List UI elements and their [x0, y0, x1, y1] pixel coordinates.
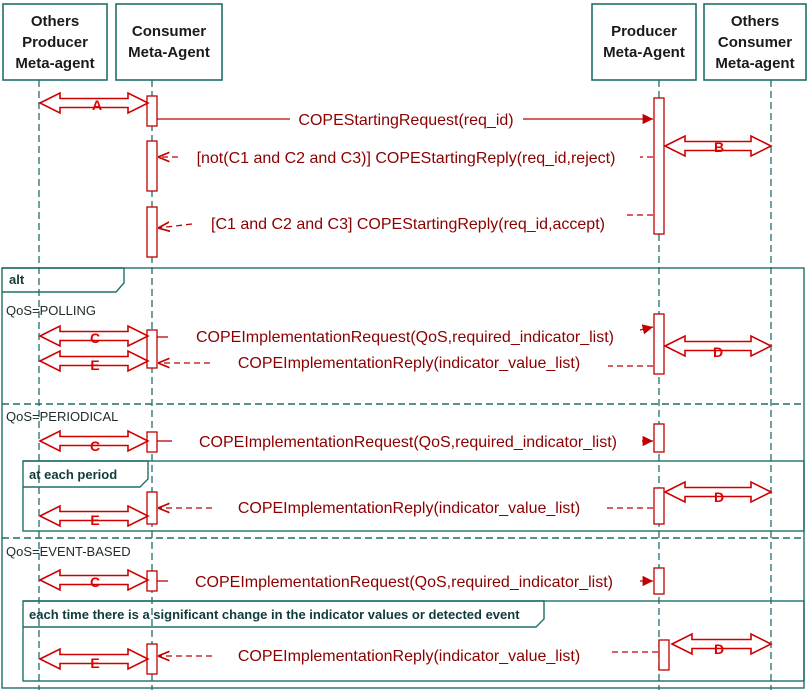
message-arrow: [158, 224, 193, 228]
activation-bar: [146, 491, 158, 525]
message-starting-request: COPEStartingRequest(req_id): [298, 112, 513, 129]
alt-frame-tag: [2, 267, 125, 293]
message-impl-reply-event: COPEImplementationReply(indicator_value_…: [238, 648, 580, 665]
exchange-label-e: E: [90, 512, 99, 528]
double-arrow: [38, 349, 150, 373]
double-arrow: [38, 504, 150, 528]
double-arrow: [663, 334, 773, 358]
double-arrow: [38, 568, 150, 592]
loop-frame-period-tag: [23, 460, 149, 488]
activation-bar: [146, 431, 158, 453]
loop-frame-event-tag: [23, 600, 545, 628]
exchange-label-c: C: [90, 438, 100, 454]
lifeline-label-line: Producer: [611, 23, 677, 40]
activation-bar: [658, 639, 670, 671]
message-impl-reply-periodical: COPEImplementationReply(indicator_value_…: [238, 500, 580, 517]
lifeline-label-line: Others: [731, 13, 779, 30]
guard-periodical: QoS=PERIODICAL: [6, 409, 118, 424]
exchange-label-c: C: [90, 330, 100, 346]
lifeline-label-line: Consumer: [718, 34, 792, 51]
activation-bar: [146, 329, 158, 369]
guard-event-based: QoS=EVENT-BASED: [6, 544, 131, 559]
guard-polling: QoS=POLLING: [6, 303, 96, 318]
double-arrow: [38, 647, 150, 671]
exchange-arrows: [38, 91, 773, 671]
exchange-label-a: A: [92, 97, 102, 113]
alt-label: alt: [9, 272, 25, 287]
activations: [146, 95, 670, 675]
lifeline-label-line: Meta-agent: [15, 55, 94, 72]
activation-bar: [653, 313, 665, 375]
double-arrow: [38, 91, 150, 115]
double-arrow: [38, 429, 150, 453]
lifeline-label-line: Consumer: [132, 23, 206, 40]
double-arrow: [670, 632, 773, 656]
lifeline-label-line: Others: [31, 13, 79, 30]
activation-bar: [146, 95, 158, 127]
exchange-labels: A B C D E C D E C D E: [90, 97, 724, 671]
lifeline-label-line: Meta-Agent: [603, 44, 685, 61]
lifeline-header-others-consumer: Others Consumer Meta-agent: [703, 3, 807, 81]
activation-bar: [146, 570, 158, 592]
activation-bar: [653, 487, 665, 525]
activation-bar: [653, 423, 665, 453]
activation-bar: [146, 206, 158, 258]
activation-bar: [146, 140, 158, 192]
lifeline-label-line: Meta-Agent: [128, 44, 210, 61]
lifeline-header-consumer: Consumer Meta-Agent: [115, 3, 223, 81]
exchange-label-e: E: [90, 357, 99, 373]
message-starting-reply-reject: [not(C1 and C2 and C3)] COPEStartingRepl…: [197, 150, 616, 167]
exchange-label-d: D: [714, 489, 724, 505]
exchange-label-b: B: [714, 139, 724, 155]
message-impl-reply-polling: COPEImplementationReply(indicator_value_…: [238, 355, 580, 372]
lifeline-label-line: Producer: [22, 34, 88, 51]
frames: [1, 267, 805, 689]
loop-label-period: at each period: [29, 467, 117, 482]
message-arrow: [639, 324, 654, 335]
exchange-label-c: C: [90, 574, 100, 590]
loop-frame-period: [22, 460, 805, 532]
message-impl-request-polling: COPEImplementationRequest(QoS,required_i…: [196, 329, 614, 346]
message-impl-request-periodical: COPEImplementationRequest(QoS,required_i…: [199, 434, 617, 451]
double-arrow: [663, 134, 773, 158]
messages: COPEStartingRequest(req_id) [not(C1 and …: [157, 112, 658, 665]
activation-bar: [653, 567, 665, 595]
message-impl-request-event: COPEImplementationRequest(QoS,required_i…: [195, 574, 613, 591]
lifeline-label-line: Meta-agent: [715, 55, 794, 72]
lifeline-header-others-producer: Others Producer Meta-agent: [2, 3, 108, 81]
lifeline-header-producer: Producer Meta-Agent: [591, 3, 697, 81]
exchange-label-e: E: [90, 655, 99, 671]
double-arrow: [663, 480, 773, 504]
message-starting-reply-accept: [C1 and C2 and C3] COPEStartingReply(req…: [211, 216, 605, 233]
exchange-label-d: D: [714, 641, 724, 657]
activation-bar: [653, 97, 665, 235]
exchange-label-d: D: [713, 344, 723, 360]
loop-label-event: each time there is a significant change …: [29, 607, 520, 622]
double-arrow: [38, 324, 150, 348]
